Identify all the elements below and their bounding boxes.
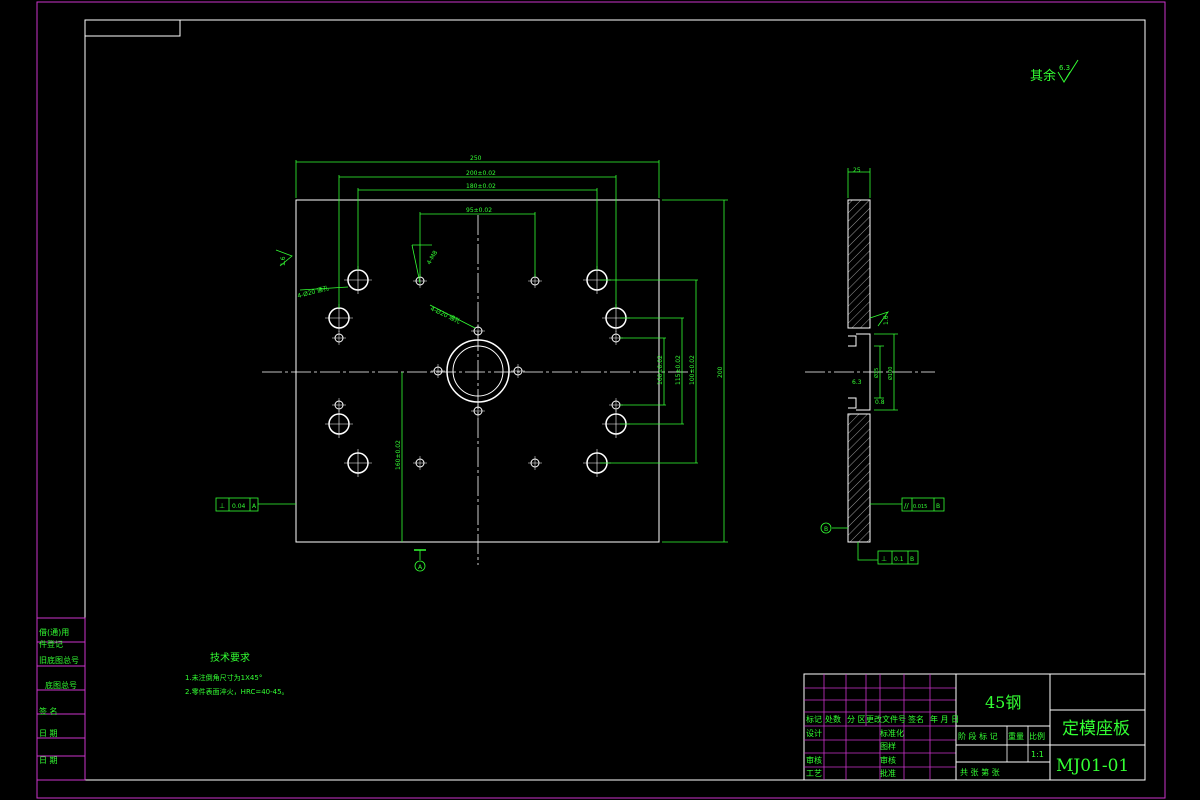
dim-vert-span-3: 160±0.02 xyxy=(657,355,664,385)
roughness-value: 6.3 xyxy=(1059,64,1070,72)
tech-notes-line1: 1.未注倒角尺寸为1X45° xyxy=(185,673,262,682)
tb-scale-label: 比例 xyxy=(1029,731,1045,741)
left-row: 日 期 xyxy=(39,756,58,765)
note-holes-a: 4-Ø20 通孔 xyxy=(429,305,462,326)
left-row: 件登记 xyxy=(39,639,63,649)
tol-perp-ref: B xyxy=(910,556,914,563)
roughness-left: 1.6 xyxy=(280,256,287,266)
central-bore-inner xyxy=(452,345,504,397)
dim-vert-span-4: 160±0.02 xyxy=(395,440,402,470)
dim-hole-span-outer: 200±0.02 xyxy=(466,170,496,177)
dim-hole-span-inner: 180±0.02 xyxy=(466,183,496,190)
tb-hdr-docno: 更改文件号 xyxy=(866,714,906,724)
tb-process: 工艺 xyxy=(806,769,822,778)
dim-hole-span-small: 95±0.02 xyxy=(466,207,492,214)
tol-perp-value: 0.1 xyxy=(894,556,904,563)
tech-notes: 技术要求 1.未注倒角尺寸为1X45° 2.零件表面淬火，HRC=40-45。 xyxy=(185,651,289,696)
roughness-label: 其余 xyxy=(1030,68,1056,84)
drawing-no-box xyxy=(84,19,181,37)
tb-hdr-zone: 分 区 xyxy=(847,715,866,724)
side-small-dim: 0.8 xyxy=(875,399,885,406)
material: 45钢 xyxy=(985,693,1021,712)
side-roughness: 1.6 xyxy=(883,315,890,325)
tol-flatness-ref: A xyxy=(252,503,257,510)
note-holes-b: 4-Ø20 通孔 xyxy=(296,284,329,300)
dim-vert-span-1: 100±0.02 xyxy=(689,355,696,385)
front-view: 250 200±0.02 180±0.02 95±0.02 200 100±0.… xyxy=(215,155,728,572)
tb-hdr-count: 处数 xyxy=(825,714,841,724)
drawing-border xyxy=(84,19,1146,781)
tol-flatness-value: 0.04 xyxy=(232,503,246,510)
svg-text://: // xyxy=(904,502,909,510)
tb-approve: 批准 xyxy=(880,768,896,778)
tb-std-label: 标准化 xyxy=(880,728,904,738)
left-row: 旧底图总号 xyxy=(39,655,79,665)
tb-stage-label: 阶 段 标 记 xyxy=(958,731,998,741)
left-row: 底图总号 xyxy=(45,680,77,690)
datum-a-label: A xyxy=(418,564,423,571)
tb-hdr-mark: 标记 xyxy=(806,714,822,724)
side-bore-depth: 6.3 xyxy=(852,379,862,386)
part-name: 定模座板 xyxy=(1062,719,1130,739)
note-screw: 4-M8 xyxy=(426,249,440,266)
plate-outline xyxy=(295,199,660,543)
tol-flatness-frame: ⊥ 0.04 A xyxy=(215,497,296,512)
tol-parallel-frame: // 0.015 B xyxy=(901,497,945,512)
left-row: 借(通)用 xyxy=(39,627,69,637)
tb-sheets-label: 共 张 第 张 xyxy=(960,767,1000,777)
tol-perp-frame: ⊥ 0.1 B xyxy=(877,550,919,565)
tb-hdr-date: 年 月 日 xyxy=(930,714,959,724)
dim-overall-height: 200 xyxy=(717,366,724,378)
dim-overall-width: 250 xyxy=(470,155,482,162)
left-row: 日 期 xyxy=(39,729,58,738)
left-row: 签 名 xyxy=(39,706,58,716)
side-bore-dia: Ø35 xyxy=(873,368,880,378)
left-table: 借(通)用 件登记 旧底图总号 底图总号 签 名 日 期 日 期 xyxy=(36,617,86,781)
tb-drawing-lbl: 图样 xyxy=(880,741,896,751)
tb-design: 设计 xyxy=(806,728,822,738)
svg-text:⊥: ⊥ xyxy=(219,502,225,510)
sheet-frame xyxy=(36,1,1166,799)
side-view: 25 1.6 Ø100 Ø35 6.3 0.8 // 0.015 B ⊥ 0.1… xyxy=(805,167,945,565)
dim-vert-span-2: 115±0.02 xyxy=(675,355,682,385)
title-block: 标记 处数 分 区 更改文件号 签名 年 月 日 标准化 设计 图样 审核 审核… xyxy=(803,673,1146,781)
drawing-no: MJ01-01 xyxy=(1056,756,1129,776)
datum-a: A xyxy=(414,549,426,572)
datum-b-label: B xyxy=(824,526,828,533)
tol-parallel-ref: B xyxy=(936,503,940,510)
tb-stamp-label: 审核 xyxy=(880,755,896,765)
tb-hdr-sign: 签名 xyxy=(908,714,924,724)
tb-weight-label: 重量 xyxy=(1008,731,1024,741)
roughness-note: 其余 6.3 xyxy=(1030,59,1079,84)
tol-parallel-value: 0.015 xyxy=(913,504,927,510)
svg-text:⊥: ⊥ xyxy=(881,555,887,563)
tb-check: 审核 xyxy=(806,755,822,765)
side-step-dia: Ø100 xyxy=(887,367,894,380)
scale-value: 1:1 xyxy=(1031,750,1044,759)
central-bore-outer xyxy=(446,339,510,403)
tech-notes-title: 技术要求 xyxy=(210,651,250,664)
datum-b: B xyxy=(820,522,832,534)
side-thickness: 25 xyxy=(853,167,861,174)
tech-notes-line2: 2.零件表面淬火，HRC=40-45。 xyxy=(185,687,289,696)
